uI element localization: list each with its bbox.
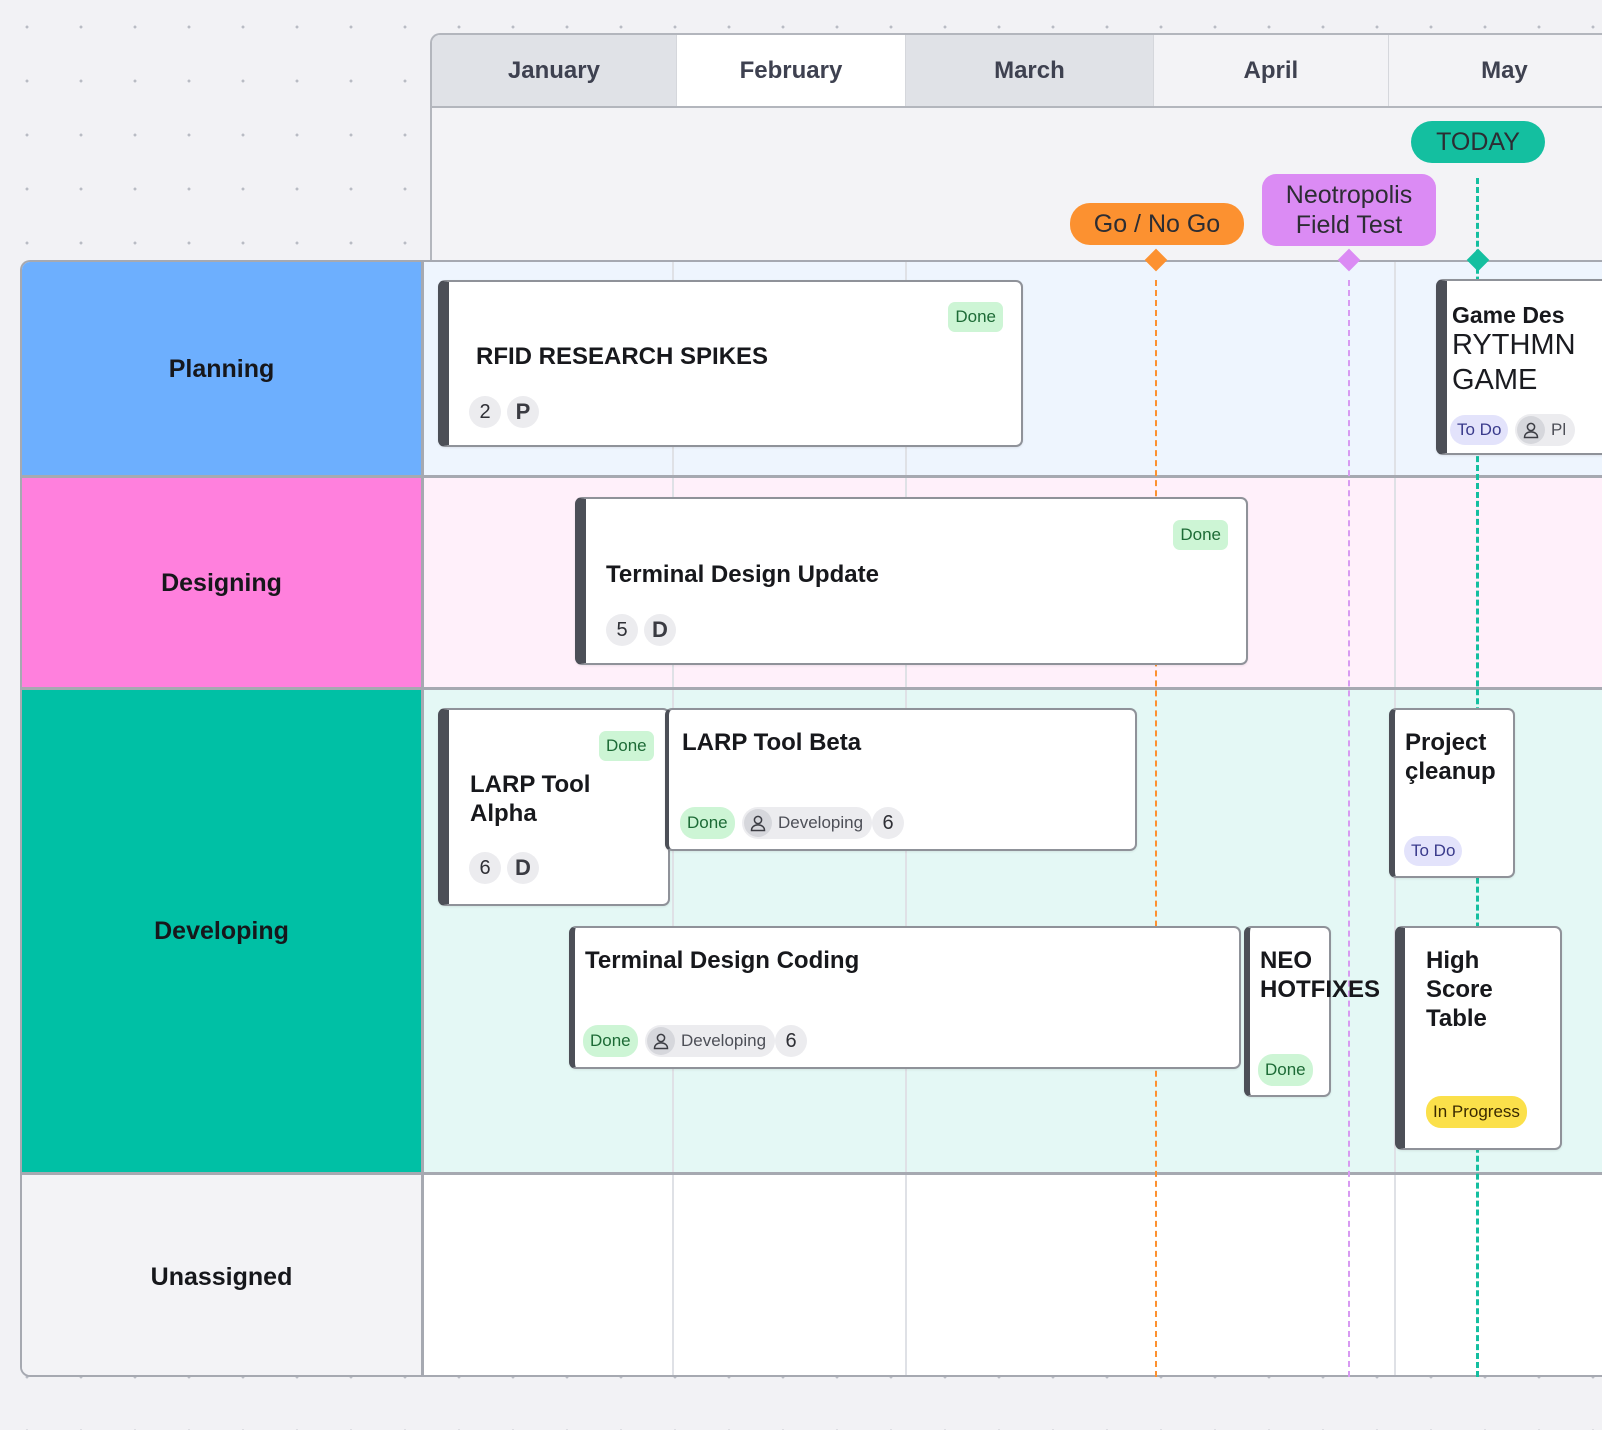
assignee-label: Developing xyxy=(681,1031,767,1050)
lane-label[interactable]: Designing xyxy=(22,478,424,688)
lane-label[interactable]: Planning xyxy=(22,262,424,477)
count-chip: 6 xyxy=(775,1025,807,1057)
month-header: January February March April May xyxy=(430,33,1602,108)
month-may[interactable]: May xyxy=(1388,35,1602,106)
card-subtitle: RYTHMN xyxy=(1452,329,1576,361)
card-title: Game Des xyxy=(1452,302,1565,328)
month-march[interactable]: March xyxy=(906,35,1154,106)
card-title: LARP Tool Alpha xyxy=(470,771,591,827)
assignee-chip: Pl xyxy=(1515,414,1576,446)
today-pill[interactable]: TODAY xyxy=(1411,121,1545,163)
field-test-line xyxy=(1348,280,1350,1377)
phase-chip: D xyxy=(507,852,539,884)
card-subtitle-2: GAME xyxy=(1452,364,1538,396)
card-terminal-design-update[interactable]: Done Terminal Design Update 5 D xyxy=(575,497,1248,665)
card-project-cleanup[interactable]: Project çleanup To Do xyxy=(1389,708,1515,878)
timeline-board: January February March April May Plannin… xyxy=(20,33,1602,1377)
card-title: High Score Table xyxy=(1426,947,1493,1032)
status-badge: Done xyxy=(583,1025,638,1057)
lane-label[interactable]: Developing xyxy=(22,690,424,1173)
card-title: Terminal Design Coding xyxy=(585,947,860,974)
go-no-go-line xyxy=(1155,280,1157,1377)
card-terminal-design-coding[interactable]: Terminal Design Coding Done Developing 6 xyxy=(569,926,1241,1069)
go-no-go-pill[interactable]: Go / No Go xyxy=(1070,203,1244,245)
status-badge: Done xyxy=(1258,1054,1313,1086)
card-neo-hotfixes[interactable]: NEO HOTFIXES Done xyxy=(1244,926,1380,1097)
assignee-chip: Developing xyxy=(645,1025,776,1057)
phase-chip: D xyxy=(644,614,676,646)
user-icon xyxy=(744,809,772,837)
status-badge: Done xyxy=(599,731,654,761)
user-icon xyxy=(647,1027,675,1055)
month-january[interactable]: January xyxy=(432,35,677,106)
month-february[interactable]: February xyxy=(676,35,907,106)
user-icon xyxy=(1517,416,1545,444)
card-larp-tool-alpha[interactable]: Done LARP Tool Alpha 6 D xyxy=(438,708,670,906)
assignee-chip: Developing xyxy=(742,807,873,839)
lane-unassigned: Unassigned xyxy=(22,1175,1602,1375)
status-badge: Done xyxy=(680,807,735,839)
count-chip: 6 xyxy=(872,807,904,839)
status-badge: Done xyxy=(1173,520,1228,550)
assignee-label: Developing xyxy=(778,813,864,832)
count-chip: 6 xyxy=(469,852,501,884)
card-game-design[interactable]: Game Des RYTHMN GAME To Do Pl xyxy=(1436,279,1602,455)
card-title: Project çleanup xyxy=(1405,729,1496,785)
card-rfid-research[interactable]: Done RFID RESEARCH SPIKES 2 P xyxy=(438,280,1023,447)
month-april[interactable]: April xyxy=(1153,35,1389,106)
lane-label[interactable]: Unassigned xyxy=(22,1175,424,1375)
card-title: Terminal Design Update xyxy=(606,561,879,588)
field-test-pill[interactable]: Neotropolis Field Test xyxy=(1262,174,1436,246)
card-larp-tool-beta[interactable]: LARP Tool Beta Done Developing 6 xyxy=(665,708,1137,851)
card-title: LARP Tool Beta xyxy=(682,729,862,756)
card-title: NEO HOTFIXES xyxy=(1260,947,1381,1003)
phase-chip: P xyxy=(507,396,539,428)
status-badge: In Progress xyxy=(1426,1096,1527,1128)
card-title: RFID RESEARCH SPIKES xyxy=(476,343,769,370)
count-chip: 5 xyxy=(606,614,638,646)
card-high-score-table[interactable]: High Score Table In Progress xyxy=(1395,926,1562,1150)
assignee-label: Pl xyxy=(1551,420,1567,439)
status-badge: Done xyxy=(948,302,1003,332)
status-badge: To Do xyxy=(1450,415,1509,445)
lane-body xyxy=(424,1175,1602,1375)
status-badge: To Do xyxy=(1404,836,1463,866)
count-chip: 2 xyxy=(469,396,501,428)
